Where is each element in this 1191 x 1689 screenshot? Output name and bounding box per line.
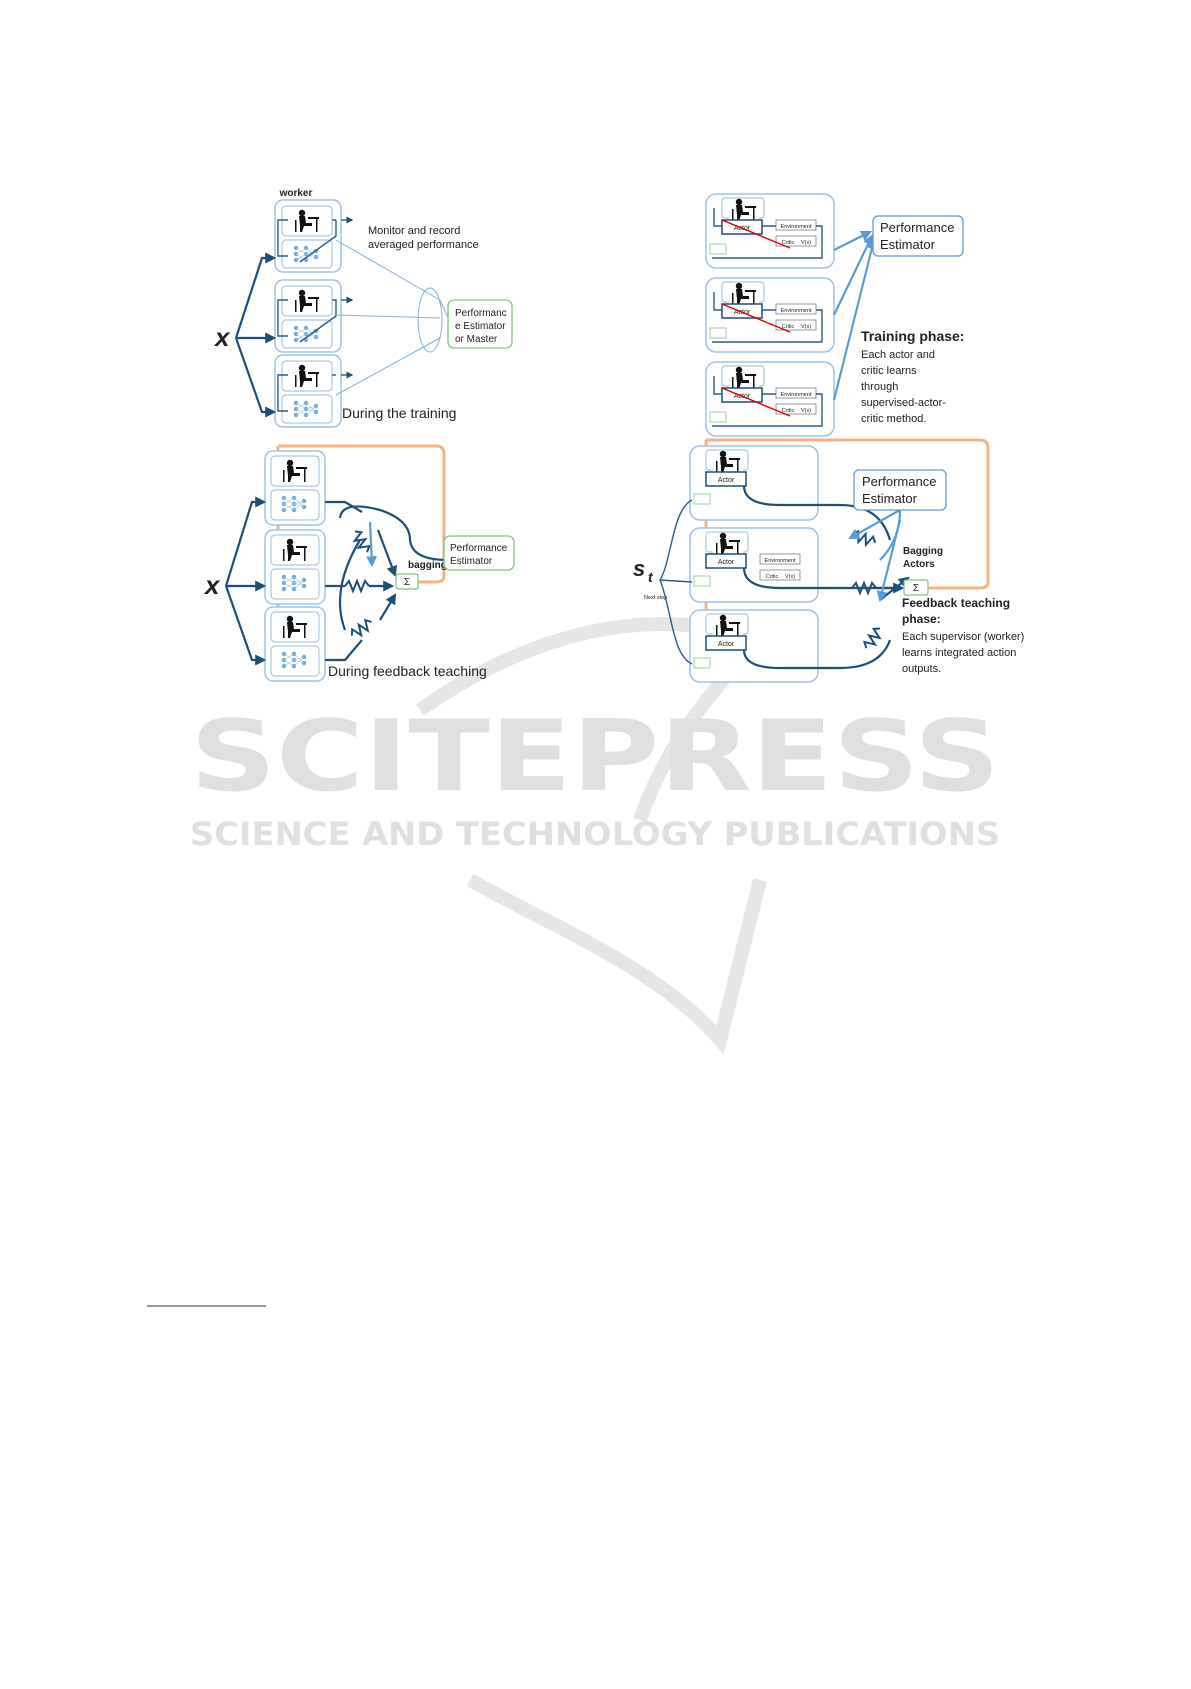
worker-icon [292,364,322,387]
bagging-label: bagging [408,560,447,571]
actor-label: Actor [718,641,735,648]
estimator-training-line1: Performance [880,220,954,235]
environment-label: Environment [781,224,812,230]
caption-during-training: During the training [342,405,456,421]
actor-label: Actor [718,477,735,484]
neural-network-icon [289,243,325,265]
actor-box-fb-1: Actor [689,445,819,521]
sum-symbol: Σ [404,577,410,588]
actor-label: Actor [718,559,735,566]
neural-network-icon [289,323,325,345]
sum-box [903,579,929,596]
actor-critic-box-2: Actor Environment Critic V(x) [705,277,835,353]
feedback-loop [278,444,446,584]
estimator-master-line2: e Estimator [455,321,506,332]
watermark-sub: SCIENCE AND TECHNOLOGY PUBLICATIONS [190,815,1000,853]
caption-during-feedback: During feedback teaching [328,663,487,679]
worker-icon [292,209,322,232]
input-symbol-x-feedback: x [203,570,221,600]
monitor-label-line2: averaged performance [368,239,479,251]
feedback-desc-line: outputs. [902,663,941,675]
sum-symbol: Σ [913,583,919,594]
estimator-training-line2: Estimator [880,237,936,252]
next-step-label: Next step [644,595,667,601]
supervisor-icon [713,532,743,555]
supervisor-icon [729,282,759,305]
critic-label: Critic [782,240,795,246]
supervisor-icon [729,198,759,221]
watermark-main: SCITEPRESS [190,700,1000,814]
worker-icon [292,289,322,312]
training-desc-line: supervised-actor- [861,397,946,409]
right-training-panel: Actor Environment Critic V(x) Actor Envi… [705,193,964,437]
state-subscript: t [648,569,654,585]
estimator-master-line3: or Master [455,334,498,345]
estimator-feedback-line2: Estimator [862,491,918,506]
watermark: SCITEPRESS SCIENCE AND TECHNOLOGY PUBLIC… [190,617,1000,1055]
estimator-bottom-line2: Estimator [450,556,493,567]
right-feedback-panel: Actor Actor Environment Critic V(x) [633,438,1024,683]
left-feedback-panel: x [203,444,515,682]
feedback-phase-title-line1: Feedback teaching [902,596,1010,610]
spring-icon [347,616,376,641]
critic-value: V(x) [801,324,811,330]
actor-box-fb-2: Actor Environment Critic V(x) [689,527,819,603]
spring-icon [849,528,878,549]
monitor-label-line1: Monitor and record [368,225,460,237]
estimator-feedback-line1: Performance [862,474,936,489]
critic-value: V(x) [801,408,811,414]
supervisor-icon [729,366,759,389]
neural-network-icon [289,398,325,420]
feedback-phase-title-line2: phase: [902,612,941,626]
neural-network-icon [277,493,313,515]
neural-network-icon [277,649,313,671]
critic-label: Critic [782,408,795,414]
estimator-bottom-line1: Performance [450,543,508,554]
supervisor-icon [713,614,743,637]
bagging-actors-line1: Bagging [903,546,943,557]
performance-estimator-master-box [447,299,513,349]
training-desc-line: through [861,381,898,393]
sum-box [395,573,419,590]
feedback-desc-line: Each supervisor (worker) [902,631,1024,643]
actor-critic-box-1: Actor Environment Critic V(x) [705,193,835,269]
critic-label: Critic [782,324,795,330]
feedback-loop [706,438,990,590]
input-symbol-x: x [213,322,231,352]
critic-label: Critic [766,574,779,580]
training-phase-title: Training phase: [861,328,964,344]
actor-box-fb-3: Actor [689,609,819,683]
worker-label: worker [279,188,313,199]
critic-value: V(x) [785,574,795,580]
left-figure: worker [203,188,515,682]
bagging-actors-line2: Actors [903,559,935,570]
training-desc-line: Each actor and [861,349,935,361]
critic-value: V(x) [801,240,811,246]
spring-icon [344,580,370,592]
performance-estimator-feedback-box [853,469,947,511]
neural-network-icon [277,572,313,594]
spring-icon [861,624,886,653]
environment-label: Environment [781,308,812,314]
worker-icon [280,615,310,638]
supervisor-icon [713,450,743,473]
training-desc-line: critic method. [861,413,926,425]
right-figure: Actor Environment Critic V(x) Actor Envi… [633,193,1024,683]
actor-critic-box-3: Actor Environment Critic V(x) [705,361,835,437]
feedback-desc-line: learns integrated action [902,647,1016,659]
performance-estimator-box [443,535,515,571]
state-symbol: s [633,556,645,581]
left-training-panel: worker [213,188,513,428]
environment-label: Environment [781,392,812,398]
environment-label: Environment [765,558,796,564]
worker-icon [280,459,310,482]
performance-estimator-training-box [872,215,964,257]
estimator-master-line1: Performanc [455,308,507,319]
worker-icon [280,538,310,561]
training-desc-line: critic learns [861,365,917,377]
